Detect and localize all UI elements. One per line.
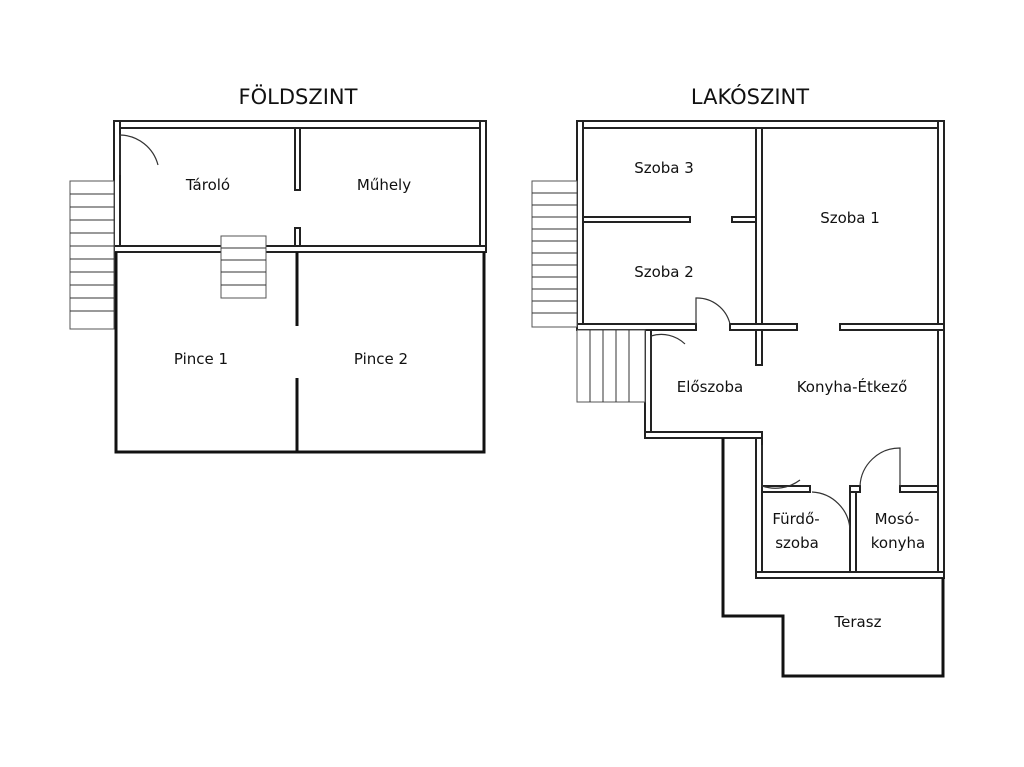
tarolo-door	[119, 134, 159, 175]
room-label-szoba3: Szoba 3	[634, 159, 694, 177]
living-left-wall	[576, 120, 584, 330]
eloszoba-bottom-wall	[644, 431, 763, 439]
room-label-pince1: Pince 1	[174, 350, 228, 368]
room-label-muhely: Műhely	[357, 176, 411, 194]
ground-top-wall	[113, 120, 487, 129]
ground-external-stairs	[69, 180, 115, 330]
living-external-stairs-upper	[531, 180, 578, 328]
bath-door	[811, 491, 851, 531]
living-floor-plan: LAKÓSZINT	[531, 84, 945, 678]
room-label-konyha-etkezo: Konyha-Étkező	[797, 377, 908, 396]
terasz-outline	[721, 438, 945, 678]
eloszoba-door	[650, 333, 686, 370]
room-label-eloszoba: Előszoba	[677, 378, 743, 396]
bath-left-wall	[755, 437, 763, 579]
room-label-szoba1: Szoba 1	[820, 209, 880, 227]
partition-tarolo-muhely	[294, 127, 301, 191]
bath-laundry-partition	[849, 491, 857, 575]
room-label-szoba2: Szoba 2	[634, 263, 694, 281]
living-top-wall	[576, 120, 945, 129]
ground-internal-stairs	[220, 235, 267, 299]
laundry-top-wall-right	[899, 485, 939, 493]
ground-right-wall-upper	[479, 120, 487, 252]
room-label-furdoszoba-line1: Fürdő-	[772, 510, 819, 528]
room-label-pince2: Pince 2	[354, 350, 408, 368]
living-right-wall	[937, 120, 945, 574]
szoba2-door	[695, 297, 731, 325]
ground-floor-plan: FÖLDSZINT	[69, 84, 487, 454]
laundry-door	[859, 447, 901, 487]
room-label-furdoszoba-line2: szoba	[775, 534, 819, 552]
ground-floor-title: FÖLDSZINT	[239, 84, 358, 109]
room-label-tarolo: Tároló	[185, 176, 230, 194]
room-label-terasz: Terasz	[834, 613, 882, 631]
ground-left-wall-upper	[113, 120, 121, 252]
eloszoba-left-wall	[644, 329, 652, 439]
partition-szoba3-szoba2	[582, 216, 691, 223]
partition-szoba1	[755, 127, 763, 331]
bath-top-wall-left	[761, 485, 811, 493]
room-label-mosokonyha-line1: Mosó-	[875, 510, 920, 528]
partition-szoba3-szoba2-right	[731, 216, 757, 223]
room-label-mosokonyha-line2: konyha	[871, 534, 925, 552]
bedroom-bottom-wall-mid	[729, 323, 798, 331]
living-floor-title: LAKÓSZINT	[691, 84, 809, 109]
bath-bottom-wall	[755, 571, 945, 579]
cellar-outline	[114, 252, 486, 454]
bedroom-bottom-wall-right	[839, 323, 945, 331]
eloszoba-konyha-partition	[755, 329, 763, 366]
bedroom-bottom-wall-left	[576, 323, 697, 331]
partition-tarolo-muhely-lower	[294, 227, 301, 247]
konyha-bath-door	[761, 445, 801, 489]
living-entrance-stairs	[576, 329, 646, 403]
